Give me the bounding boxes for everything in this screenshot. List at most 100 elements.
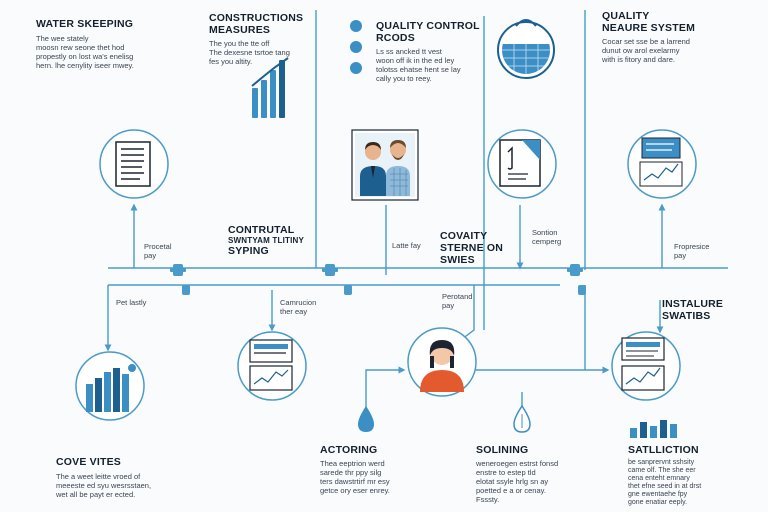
constructions-title: CONSTRUCTIONS bbox=[209, 12, 304, 24]
person-right bbox=[386, 140, 410, 196]
contrutal-title-3: SYPING bbox=[228, 245, 269, 257]
chart-document-icon bbox=[639, 137, 683, 187]
bar-chart-icon bbox=[86, 364, 136, 412]
node-document-2 bbox=[487, 129, 557, 199]
node-checklist-left bbox=[237, 331, 307, 401]
camrucion-label: Camrucion ther eay bbox=[280, 298, 317, 316]
solining-body-line: weneroegen estrst fonsd bbox=[476, 459, 559, 468]
valve-icon bbox=[182, 285, 190, 295]
quality-measure-body-line: with is fitory and dare. bbox=[602, 55, 675, 64]
rising-bars-icon bbox=[251, 57, 289, 118]
quality-measure-title: QUALITY bbox=[602, 10, 650, 22]
contrutal-section: CONTRUTAL SWNTYAM TLITINY SYPING bbox=[228, 224, 328, 257]
covaity-title-2: STERNE ON bbox=[440, 242, 504, 254]
team-photo-icon bbox=[351, 129, 419, 201]
contrutal-title-2: SWNTYAM TLITINY bbox=[228, 236, 305, 245]
actoring-body-line: ters dawstrtirf mr esy bbox=[320, 477, 390, 486]
constructions-title-2: MEASURES bbox=[209, 24, 271, 36]
quality-control-body-line: cally you to reey. bbox=[376, 74, 432, 83]
actoring-body-line: Thea eeptrion werd bbox=[320, 459, 385, 468]
node-person bbox=[407, 327, 477, 397]
covaity-section: COVAITY STERNE ON SWIES bbox=[440, 230, 530, 266]
quality-measure-section: QUALITY NEAURE SYSTEM Cocar set sse be a… bbox=[602, 10, 742, 64]
node-document-1 bbox=[99, 129, 169, 199]
document-icon bbox=[499, 139, 541, 187]
constructions-body-line: The dexesne tsrtoe tang bbox=[209, 48, 290, 57]
solining-body-line: poetted e a or cenay. bbox=[476, 486, 546, 495]
globe-icon bbox=[497, 19, 555, 79]
quality-control-section: QUALITY CONTROL RCODS Ls ss ancked tt ve… bbox=[376, 20, 496, 83]
connector-lines bbox=[104, 10, 728, 410]
node-chart-document bbox=[627, 129, 697, 199]
cove-vites-body-line: wet all be payt er ected. bbox=[56, 490, 136, 499]
quality-control-title-2: RCODS bbox=[376, 32, 415, 44]
sontion-label: Sontion cemperg bbox=[532, 228, 562, 246]
perotand-label: Perotand pay bbox=[442, 292, 473, 310]
quality-control-title: QUALITY CONTROL bbox=[376, 20, 480, 32]
satliction-body-line: came olf. The she eer bbox=[628, 467, 696, 474]
covaity-title: COVAITY bbox=[440, 230, 488, 242]
cove-vites-body-line: The a weet leitte vroed of bbox=[56, 472, 141, 481]
water-body-line: The wee stately bbox=[36, 34, 89, 43]
water-drop-icon bbox=[358, 406, 374, 432]
frepresice-label: Fropresice pay bbox=[674, 242, 710, 260]
contrutal-title: CONTRUTAL bbox=[228, 224, 295, 236]
quality-control-body-line: tolotss ehatse hent se lay bbox=[376, 65, 461, 74]
instalure-title-2: SWATIBS bbox=[662, 310, 711, 322]
solining-section: SOLINING weneroegen estrst fonsd enstre … bbox=[476, 444, 596, 504]
water-body-line: moosn rew seone thet hod bbox=[36, 43, 125, 52]
satliction-title: SATLLICTION bbox=[628, 444, 699, 456]
valve-icon bbox=[322, 264, 338, 276]
quality-measure-body-line: dunut ow arol exelarmy bbox=[602, 46, 680, 55]
constructions-body-line: fes you altity. bbox=[209, 57, 253, 66]
cove-vites-title: COVE VITES bbox=[56, 456, 122, 468]
node-checklist-right bbox=[611, 331, 681, 401]
quality-control-body-line: Ls ss ancked tt vest bbox=[376, 47, 442, 56]
procetal-label: Procetal pay bbox=[144, 242, 172, 260]
valve-icon bbox=[578, 285, 586, 295]
valve-icon bbox=[344, 285, 352, 295]
satliction-body-line: gone enatiar eeply. bbox=[628, 499, 688, 506]
checklist-document-icon bbox=[621, 337, 665, 391]
valve-fittings bbox=[170, 264, 586, 295]
actoring-section: ACTORING Thea eeptrion werd sarede thr p… bbox=[320, 444, 440, 495]
water-body-line: hern. lhe cenylity iseer mwey. bbox=[36, 61, 134, 70]
water-drop-icon bbox=[513, 404, 531, 433]
document-icon bbox=[115, 141, 151, 187]
person-avatar-icon bbox=[420, 340, 464, 392]
lower-left-flow bbox=[365, 366, 406, 410]
instalure-title: INSTALURE bbox=[662, 298, 724, 310]
cove-vites-section: COVE VITES The a weet leitte vroed of me… bbox=[56, 456, 206, 499]
person-left bbox=[360, 142, 386, 196]
valve-icon bbox=[170, 264, 186, 276]
node-bar-chart bbox=[75, 351, 145, 421]
solining-body-line: Fsssty. bbox=[476, 495, 500, 504]
latte-fay-label: Latte fay bbox=[392, 241, 421, 250]
quality-measure-body-line: Cocar set sse be a larrend bbox=[602, 37, 690, 46]
constructions-body-line: The you the tte off bbox=[209, 39, 270, 48]
quality-control-body-line: woon off ik in the ed ley bbox=[376, 56, 455, 65]
water-section: WATER SKEEPING The wee stately moosn rew… bbox=[36, 18, 186, 70]
satliction-body-line: cena enteht emnary bbox=[628, 475, 690, 482]
actoring-title: ACTORING bbox=[320, 444, 378, 456]
solining-body-line: elotat ssyle hrlg sn ay bbox=[476, 477, 549, 486]
actoring-body-line: sarede thr ppy silg bbox=[320, 468, 382, 477]
satliction-body-line: be sanprervnt sshsity bbox=[628, 459, 695, 466]
water-title: WATER SKEEPING bbox=[36, 18, 134, 30]
constructions-section: CONSTRUCTIONS MEASURES The you the tte o… bbox=[209, 12, 319, 66]
instalure-section: INSTALURE SWATIBS bbox=[662, 298, 752, 322]
pet-lastly-label: Pet lastly bbox=[116, 298, 147, 307]
satliction-body-line: gne ewentaehe fpy bbox=[628, 491, 688, 498]
small-bar-chart-icon bbox=[630, 420, 677, 438]
cove-vites-body-line: meeeste ed syu wesrsstaen, bbox=[56, 481, 152, 490]
checklist-document-icon bbox=[249, 339, 293, 391]
solining-body-line: enstre to estep tld bbox=[476, 468, 536, 477]
satliction-body-line: thet efne seed in at drst bbox=[628, 483, 702, 490]
bullet-dots bbox=[350, 20, 362, 74]
satliction-section: SATLLICTION be sanprervnt sshsity came o… bbox=[628, 444, 758, 507]
water-body-line: propestly on lost wa's enelisg bbox=[36, 52, 134, 61]
quality-measure-title-2: NEAURE SYSTEM bbox=[602, 22, 696, 34]
actoring-body-line: getce ory eser enrey. bbox=[320, 486, 390, 495]
valve-icon bbox=[567, 264, 583, 276]
